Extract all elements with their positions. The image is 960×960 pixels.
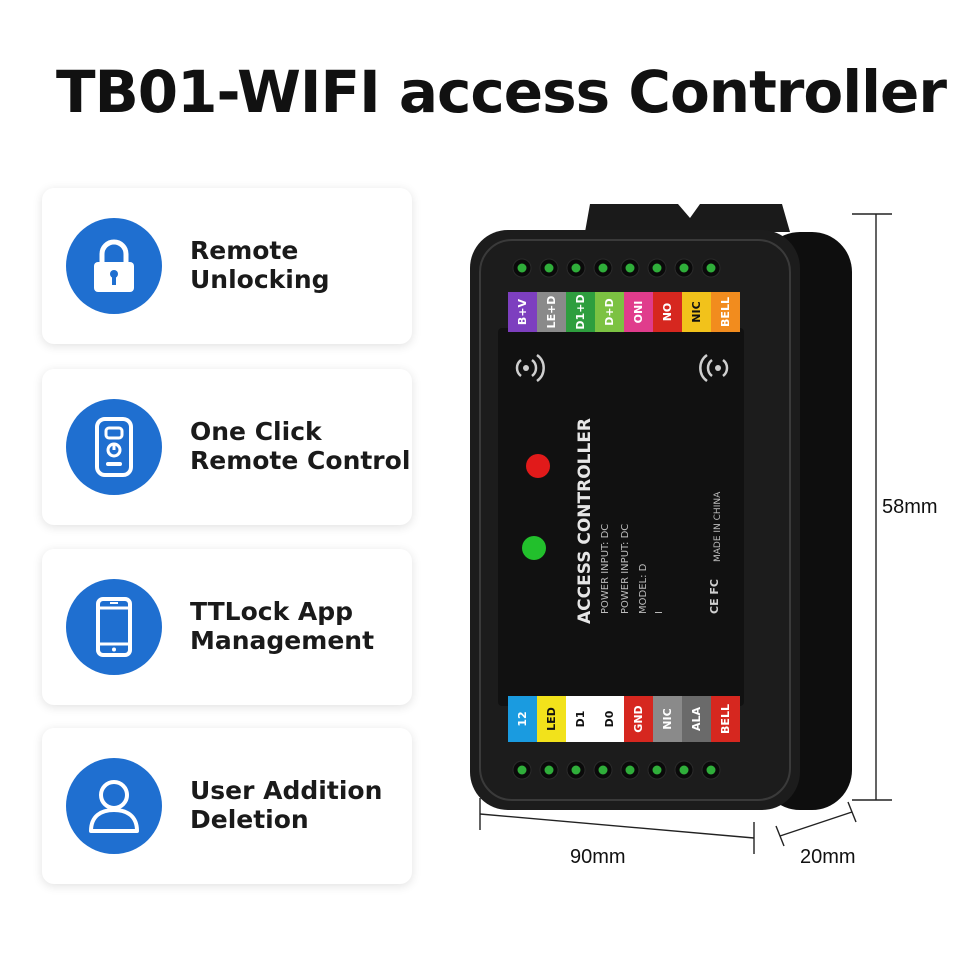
terminal-color-tag [566, 696, 595, 742]
user-icon-badge [66, 758, 162, 854]
feature-label-line2: Deletion [190, 805, 309, 834]
lock-icon [94, 239, 134, 292]
spec-line-text: MODEL: D [638, 563, 649, 614]
smartphone-icon-badge [66, 579, 162, 675]
wireless-signal-icon [699, 353, 729, 383]
width-dimension-label: 90mm [570, 846, 626, 868]
feature-label: One Click Remote Control [190, 417, 410, 475]
terminal-screw-head [706, 765, 716, 775]
terminal-color-tag [653, 292, 682, 332]
terminal-label: BELL [719, 704, 732, 734]
terminal-label: B+V [516, 298, 529, 325]
bottom-terminal-labels: 12 LED D1 D0 GND NIC ALA BELL [508, 696, 740, 742]
feature-label-line2: Management [190, 626, 375, 655]
terminal-screw-head [571, 263, 581, 273]
terminal-color-tag [682, 292, 711, 332]
depth-dimension-label: 20mm [800, 846, 856, 868]
terminal-label: GND [632, 705, 645, 732]
remote-control-icon-badge [66, 399, 162, 495]
feature-card-remote-unlocking: Remote Unlocking [42, 188, 412, 344]
terminal-label: NO [661, 303, 674, 322]
terminal-screw-head [652, 765, 662, 775]
terminal-color-tag [508, 696, 537, 742]
terminal-color-tag [711, 292, 740, 332]
height-dimension-line [852, 213, 892, 801]
terminal-screw-head [625, 765, 635, 775]
spec-line-text: POWER INPUT: DC [620, 524, 631, 614]
terminal-screw-head [544, 765, 554, 775]
terminal-label: D+D [603, 298, 616, 325]
certification-text: CE FC [708, 579, 721, 614]
terminal-label: LE+D [545, 296, 558, 329]
feature-label: TTLock App Management [190, 597, 374, 655]
terminal-color-tag [682, 696, 711, 742]
terminal-screw-head [679, 765, 689, 775]
terminal-label: NIC [690, 301, 703, 322]
terminal-label: D0 [603, 710, 616, 727]
terminal-color-tag [595, 696, 624, 742]
feature-label-line2: Unlocking [190, 265, 330, 294]
terminal-screw-head [679, 263, 689, 273]
terminal-label: LED [545, 707, 558, 731]
mounting-tab [585, 204, 790, 232]
terminal-screw-head [652, 263, 662, 273]
remote-control-icon [95, 417, 133, 477]
terminal-color-tag [537, 696, 566, 742]
terminal-color-tag [508, 292, 537, 332]
feature-card-ttlock-app: TTLock App Management [42, 549, 412, 705]
terminal-screw-head [517, 263, 527, 273]
terminal-color-tag [653, 696, 682, 742]
terminal-color-tag [537, 292, 566, 332]
feature-label: Remote Unlocking [190, 236, 330, 294]
terminal-screw-head [598, 765, 608, 775]
terminal-color-tag [566, 292, 595, 332]
status-led-red [526, 454, 550, 478]
status-led-green [522, 536, 546, 560]
wireless-signal-icon [515, 353, 545, 383]
top-terminal-row [512, 258, 721, 278]
depth-dimension-line [775, 801, 857, 847]
feature-label-line2: Remote Control [190, 446, 411, 475]
feature-card-one-click: One Click Remote Control [42, 369, 412, 525]
terminal-screw-head [544, 263, 554, 273]
terminal-screw-head [706, 263, 716, 273]
feature-card-user-management: User Addition Deletion [42, 728, 412, 884]
model-name-text: ACCESS CONTROLLER [575, 418, 595, 624]
origin-text: MADE IN CHINA [713, 491, 723, 562]
terminal-label: 12 [516, 711, 529, 726]
terminal-label: D1 [574, 711, 587, 728]
spec-line-text: POWER INPUT: DC [600, 524, 611, 614]
terminal-label: ALA [690, 707, 703, 732]
terminal-screw-head [571, 765, 581, 775]
terminal-label: BELL [719, 297, 732, 327]
terminal-screw-head [625, 263, 635, 273]
terminal-screw-head [598, 263, 608, 273]
front-panel [498, 328, 744, 706]
user-icon [89, 780, 139, 833]
page-title: TB01-WIFI access Controller [56, 58, 947, 126]
terminal-color-tag [624, 292, 653, 332]
feature-label-line1: TTLock App [190, 597, 354, 626]
terminal-color-tag [595, 292, 624, 332]
terminal-color-tag [624, 696, 653, 742]
terminal-color-tag [711, 696, 740, 742]
bottom-terminal-row [512, 760, 721, 780]
terminal-label: ONI [632, 301, 645, 324]
feature-label-line1: User Addition [190, 776, 383, 805]
spec-line-text: I [654, 611, 665, 614]
terminal-label: NIC [661, 708, 674, 729]
width-dimension-line [479, 798, 755, 854]
terminal-label: D1+D [574, 294, 587, 329]
smartphone-icon [96, 597, 132, 657]
top-terminal-labels: B+V LE+D D1+D D+D ONI NO NIC BELL [508, 292, 740, 332]
feature-label: User Addition Deletion [190, 776, 382, 834]
lock-icon-badge [66, 218, 162, 314]
feature-label-line1: One Click [190, 417, 322, 446]
feature-label-line1: Remote [190, 236, 299, 265]
height-dimension-label: 58mm [882, 496, 938, 518]
terminal-screw-head [517, 765, 527, 775]
